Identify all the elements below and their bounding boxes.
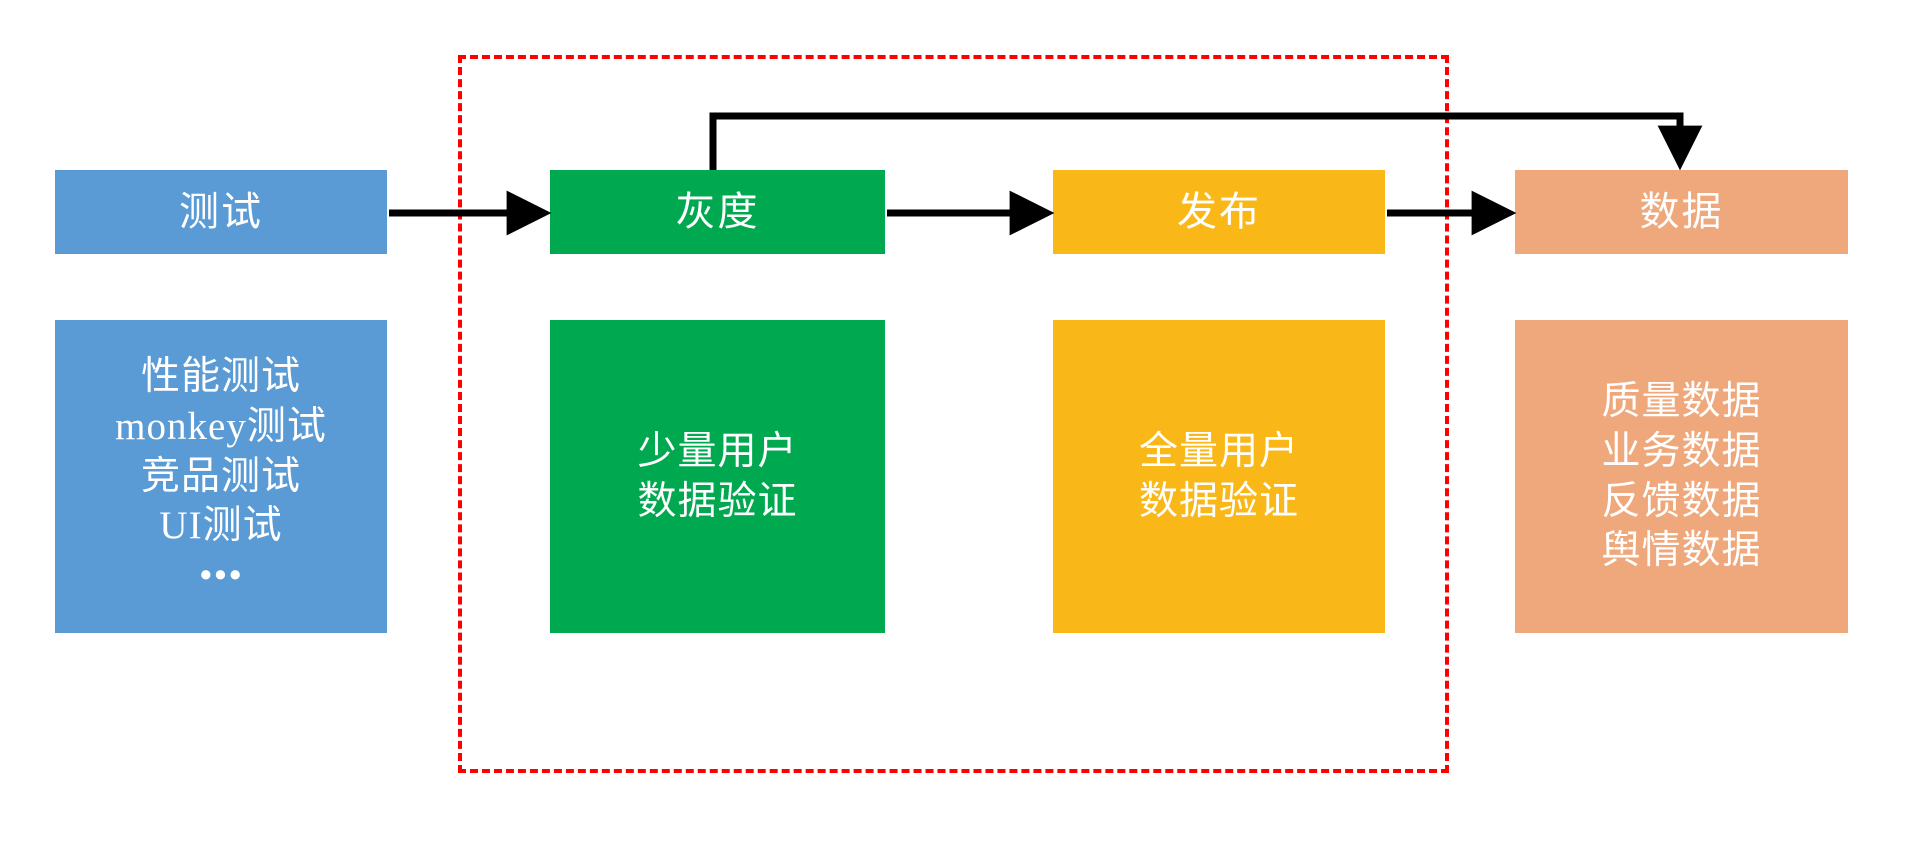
stage-header-data[interactable]: 数据 (1515, 170, 1848, 254)
stage-detail-data[interactable]: 质量数据 业务数据 反馈数据 舆情数据 (1515, 320, 1848, 633)
scope-dashed-rectangle (458, 55, 1449, 773)
stage-header-release[interactable]: 发布 (1053, 170, 1385, 254)
stage-detail-test[interactable]: 性能测试 monkey测试 竞品测试 UI测试 ••• (55, 320, 387, 633)
stage-header-gray-release[interactable]: 灰度 (550, 170, 885, 254)
stage-detail-release[interactable]: 全量用户 数据验证 (1053, 320, 1385, 633)
stage-detail-gray-release[interactable]: 少量用户 数据验证 (550, 320, 885, 633)
stage-header-test[interactable]: 测试 (55, 170, 387, 254)
